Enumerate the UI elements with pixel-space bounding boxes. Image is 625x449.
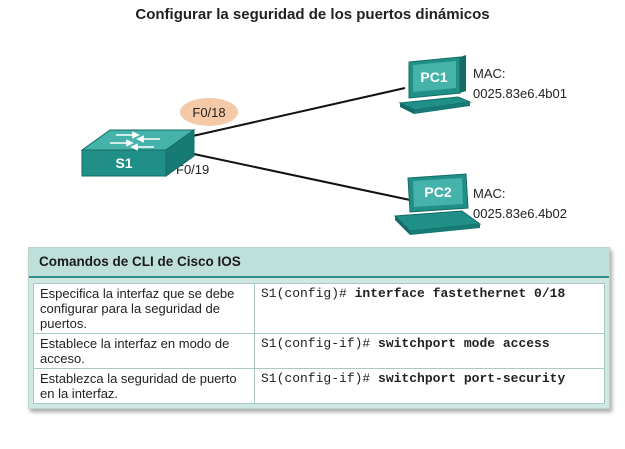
cli-commands-panel: Comandos de CLI de Cisco IOS Especifica … <box>28 247 610 409</box>
pc2-mac-label: MAC: <box>473 186 506 201</box>
row-command: S1(config-if)# switchport port-security <box>254 368 605 404</box>
switch-s1[interactable]: S1 <box>80 129 196 177</box>
table-row: Establezca la seguridad de puerto en la … <box>33 368 605 404</box>
row-description: Especifica la interfaz que se debe confi… <box>33 283 255 334</box>
pc2-mac-address: 0025.83e6.4b02 <box>473 206 567 221</box>
row-description: Establezca la seguridad de puerto en la … <box>33 368 255 404</box>
row-description: Establece la interfaz en modo de acceso. <box>33 333 255 369</box>
cli-prompt: S1(config)# <box>261 286 355 301</box>
port-f019-label: F0/19 <box>176 162 209 177</box>
pc2-label: PC2 <box>424 184 451 200</box>
link-s1-pc2 <box>174 149 411 201</box>
cli-commands-table: Especifica la interfaz que se debe confi… <box>33 283 605 404</box>
pc1-computer-icon[interactable]: PC1 <box>398 55 472 114</box>
port-f018-label: F0/18 <box>192 105 225 120</box>
pc1-mac-label: MAC: <box>473 66 506 81</box>
table-row: Especifica la interfaz que se debe confi… <box>33 283 605 334</box>
table-row: Establece la interfaz en modo de acceso.… <box>33 333 605 369</box>
port-highlight <box>180 98 238 126</box>
cli-commands-header: Comandos de CLI de Cisco IOS <box>29 248 609 278</box>
row-command: S1(config-if)# switchport mode access <box>254 333 605 369</box>
network-diagram: F0/18 F0/19 S1 PC1 MAC: 0025.83e6.4b01 P… <box>80 55 567 235</box>
cli-prompt: S1(config-if)# <box>261 371 379 386</box>
pc1-label: PC1 <box>420 69 447 85</box>
row-command: S1(config)# interface fastethernet 0/18 <box>254 283 605 334</box>
cli-command: switchport port-security <box>378 371 566 386</box>
cli-command: interface fastethernet 0/18 <box>354 286 566 301</box>
switch-arrows-icon <box>110 131 160 151</box>
pc1-mac-address: 0025.83e6.4b01 <box>473 86 567 101</box>
link-s1-pc1 <box>174 87 406 141</box>
diagram-title: Configurar la seguridad de los puertos d… <box>135 6 490 23</box>
switch-label: S1 <box>115 155 132 171</box>
cli-command: switchport mode access <box>378 336 550 351</box>
cli-prompt: S1(config-if)# <box>261 336 379 351</box>
pc2-laptop-icon[interactable]: PC2 <box>393 173 482 235</box>
